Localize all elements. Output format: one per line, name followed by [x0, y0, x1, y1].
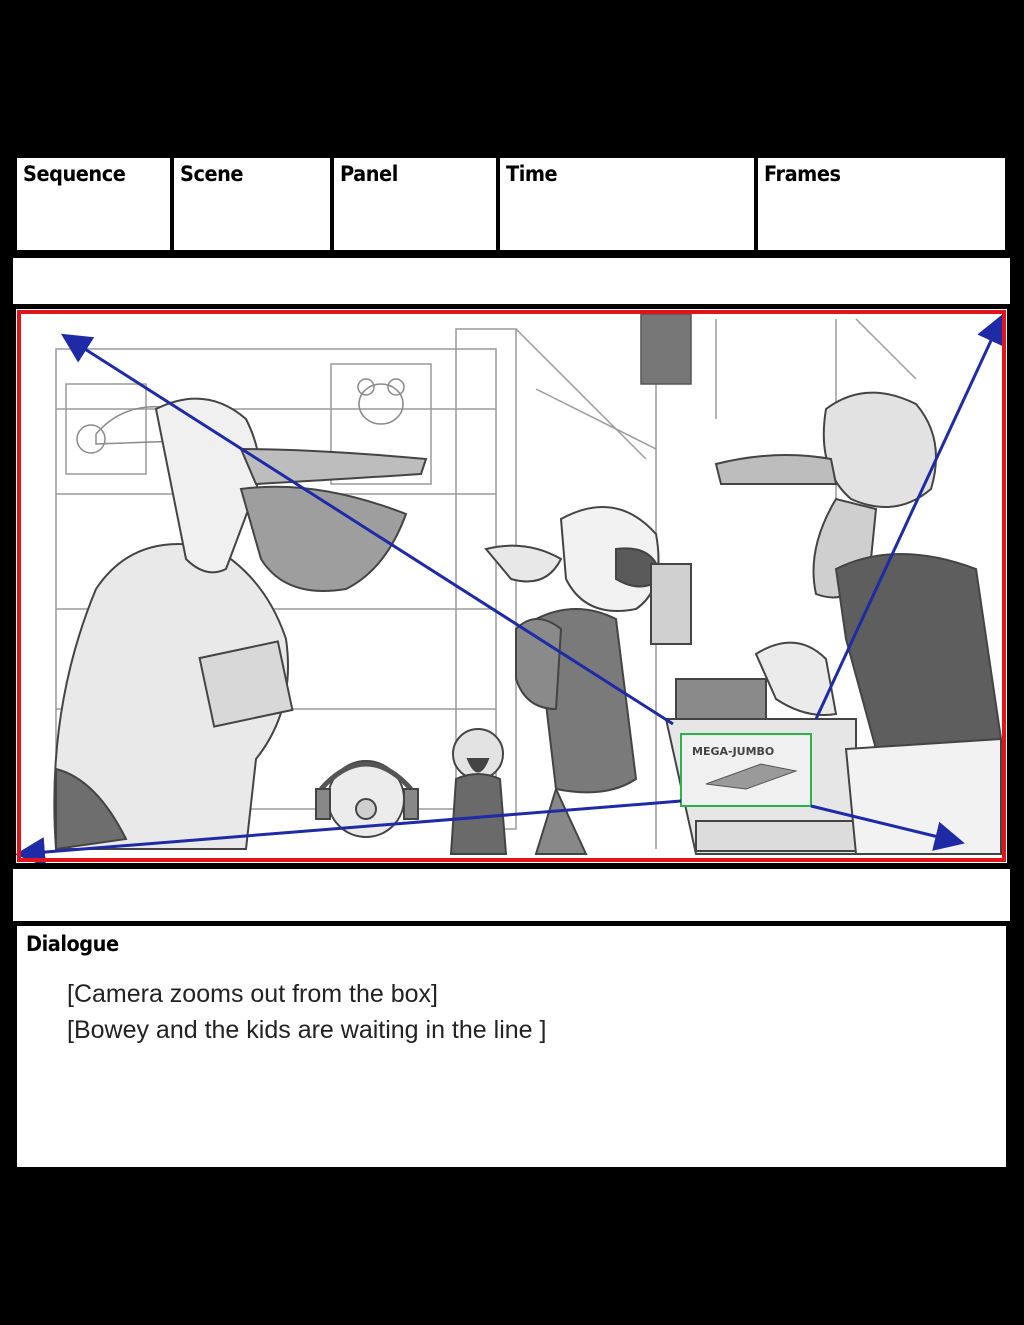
camera-arrows	[16, 313, 1005, 863]
camera-arrow-bottom-right	[810, 804, 965, 851]
frames-label: Frames	[764, 162, 841, 186]
camera-frame-border	[17, 310, 1006, 862]
storyboard-header: Sequence Scene Panel Time Frames	[15, 156, 1007, 256]
dialogue-line: [Camera zooms out from the box]	[67, 980, 438, 1008]
scene-label: Scene	[180, 162, 244, 186]
frames-cell: Frames	[756, 156, 1007, 252]
dialogue-box: Dialogue [Camera zooms out from the box]…	[17, 926, 1006, 1167]
panel-cell: Panel	[332, 156, 498, 252]
time-cell: Time	[498, 156, 756, 252]
notes-strip	[13, 258, 1010, 304]
toy-box: MEGA-JUMBO	[680, 733, 812, 807]
sequence-label: Sequence	[23, 162, 126, 186]
focus-box	[680, 733, 812, 807]
time-label: Time	[506, 162, 558, 186]
dialogue-label: Dialogue	[26, 932, 119, 956]
parrot-character-center	[484, 506, 663, 855]
kid-characters	[315, 728, 508, 855]
pelican-character-left	[53, 397, 428, 851]
store-background	[55, 313, 917, 849]
action-notes-strip	[13, 866, 1010, 921]
scene-cell: Scene	[172, 156, 332, 252]
camera-arrow-top-left	[60, 333, 674, 726]
sequence-cell: Sequence	[15, 156, 172, 252]
panel-label: Panel	[340, 162, 398, 186]
camera-arrow-top-right	[814, 313, 1005, 720]
dialogue-line: [Bowey and the kids are waiting in the l…	[67, 1016, 547, 1044]
panel-drawing: MEGA-JUMBO	[16, 310, 1006, 863]
toy-box-text: MEGA-JUMBO	[692, 745, 774, 758]
dialogue-lines: [Camera zooms out from the box] [Bowey a…	[67, 976, 546, 1048]
storyboard-panel: MEGA-JUMBO	[13, 306, 1010, 866]
camera-arrow-bottom-left	[16, 799, 682, 863]
